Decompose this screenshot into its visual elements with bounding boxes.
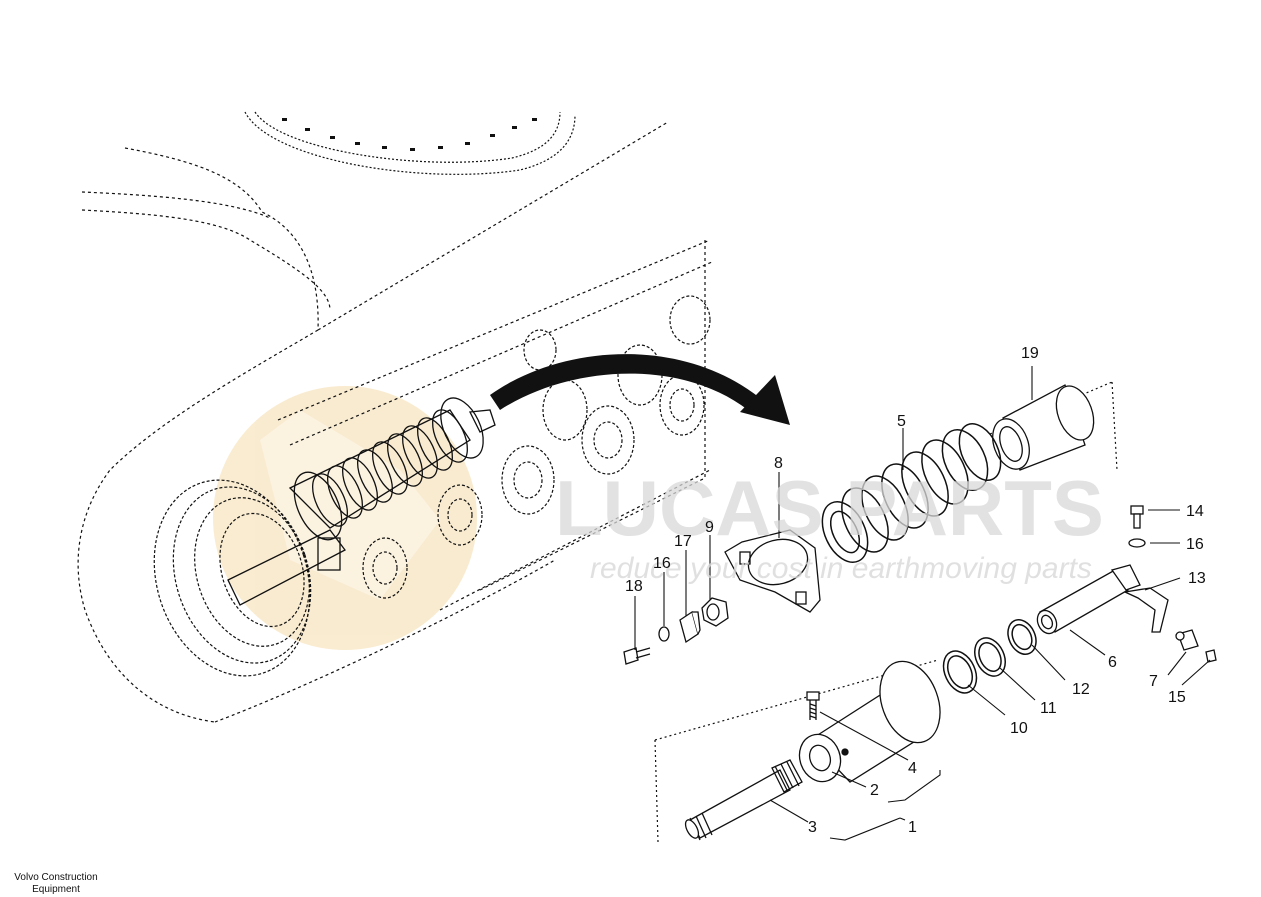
callout-5: 5 xyxy=(897,413,906,430)
callout-15: 15 xyxy=(1168,689,1186,706)
watermark-title: LUCAS PARTS xyxy=(555,464,1104,552)
callout-6: 6 xyxy=(1108,654,1117,671)
installed-recoil-spring xyxy=(227,397,496,606)
credit-line-1: Volvo Construction xyxy=(14,872,98,883)
part-4-bolt xyxy=(806,691,820,720)
callout-16-right: 16 xyxy=(1186,536,1204,553)
callout-1: 1 xyxy=(908,819,917,836)
track-frame-outline xyxy=(77,111,713,723)
callout-11: 11 xyxy=(1040,700,1057,717)
callout-16-left: 16 xyxy=(653,555,671,572)
callout-4: 4 xyxy=(908,760,917,777)
part-3-threaded-rod xyxy=(684,759,803,841)
callout-17: 17 xyxy=(674,533,692,550)
part-2-piston-housing xyxy=(798,660,941,783)
track-rivets xyxy=(282,118,537,151)
callout-3: 3 xyxy=(808,819,817,836)
callout-7: 7 xyxy=(1149,673,1158,690)
part-16-washer-left xyxy=(658,626,670,642)
callout-12: 12 xyxy=(1072,681,1090,698)
manufacturer-credit: Volvo Construction Equipment xyxy=(6,872,106,896)
callout-14: 14 xyxy=(1186,503,1204,520)
part-7-grease-valve xyxy=(1175,629,1199,651)
callout-2: 2 xyxy=(870,782,879,799)
leader-lines xyxy=(634,366,1211,841)
part-9-nut xyxy=(701,597,729,627)
part-12-ring xyxy=(1007,619,1037,655)
part-8-bracket xyxy=(724,529,821,613)
part-18-bolt xyxy=(623,647,651,665)
part-11-ring xyxy=(974,637,1006,677)
part-6-cylinder xyxy=(1036,564,1141,635)
watermark-subtitle: reduce your cost in earthmoving parts xyxy=(590,552,1092,585)
callout-8: 8 xyxy=(774,455,783,472)
part-14-bolt xyxy=(1130,505,1144,529)
credit-line-2: Equipment xyxy=(32,884,80,895)
callout-10: 10 xyxy=(1010,720,1028,737)
idler-wheel xyxy=(153,479,312,677)
callout-9: 9 xyxy=(705,519,714,536)
callout-18: 18 xyxy=(625,578,643,595)
exploded-view-arrow xyxy=(490,354,790,425)
callout-19: 19 xyxy=(1021,345,1039,362)
part-16-washer-right xyxy=(1128,538,1146,548)
part-15-fitting xyxy=(1205,649,1217,663)
part-17-lock-plate xyxy=(679,610,701,644)
part-5-recoil-spring xyxy=(821,423,1002,563)
part-10-ring xyxy=(942,650,978,694)
callout-13: 13 xyxy=(1188,570,1206,587)
part-13-bracket xyxy=(1122,587,1169,633)
part-19-sleeve xyxy=(992,384,1095,471)
